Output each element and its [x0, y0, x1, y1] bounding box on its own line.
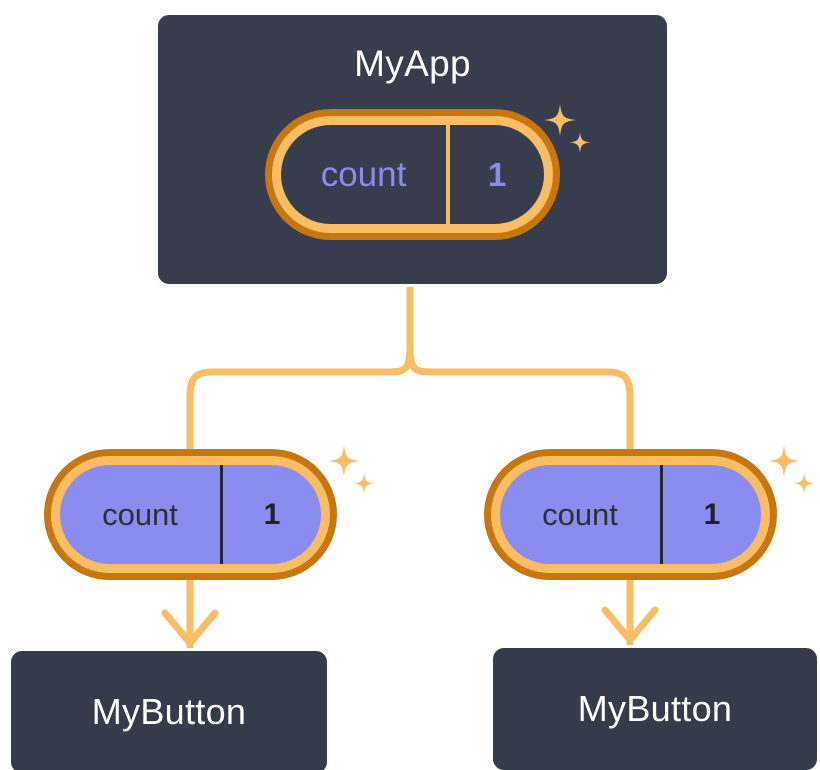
- state-pill-ring-inner: count 1: [491, 456, 770, 573]
- state-pill-right[interactable]: count 1: [484, 449, 777, 580]
- component-card-mybutton-right[interactable]: MyButton: [490, 645, 820, 770]
- arrow-head-left: [161, 609, 219, 647]
- component-title-mybutton: MyButton: [577, 688, 733, 729]
- state-key-label: count: [320, 155, 407, 194]
- state-pill-myapp[interactable]: count 1: [265, 109, 560, 240]
- state-key-label: count: [542, 497, 618, 532]
- connector-branch-left: [186, 344, 414, 459]
- state-pill-face: count 1: [500, 465, 761, 564]
- connector-branch-right: [406, 344, 634, 459]
- arrow-head-right: [601, 606, 659, 644]
- state-pill-face: count 1: [281, 125, 544, 224]
- component-card-mybutton-left[interactable]: MyButton: [8, 648, 330, 770]
- state-key-label: count: [102, 497, 178, 532]
- component-title-mybutton: MyButton: [91, 691, 247, 732]
- state-value-label: 1: [220, 465, 321, 564]
- component-title-myapp: MyApp: [354, 43, 471, 84]
- state-value-label: 1: [446, 125, 544, 224]
- state-pill-face: count 1: [60, 465, 321, 564]
- state-pill-left[interactable]: count 1: [44, 449, 337, 580]
- state-value-label: 1: [660, 465, 761, 564]
- state-pill-ring-inner: count 1: [272, 116, 553, 233]
- state-pill-ring-inner: count 1: [51, 456, 330, 573]
